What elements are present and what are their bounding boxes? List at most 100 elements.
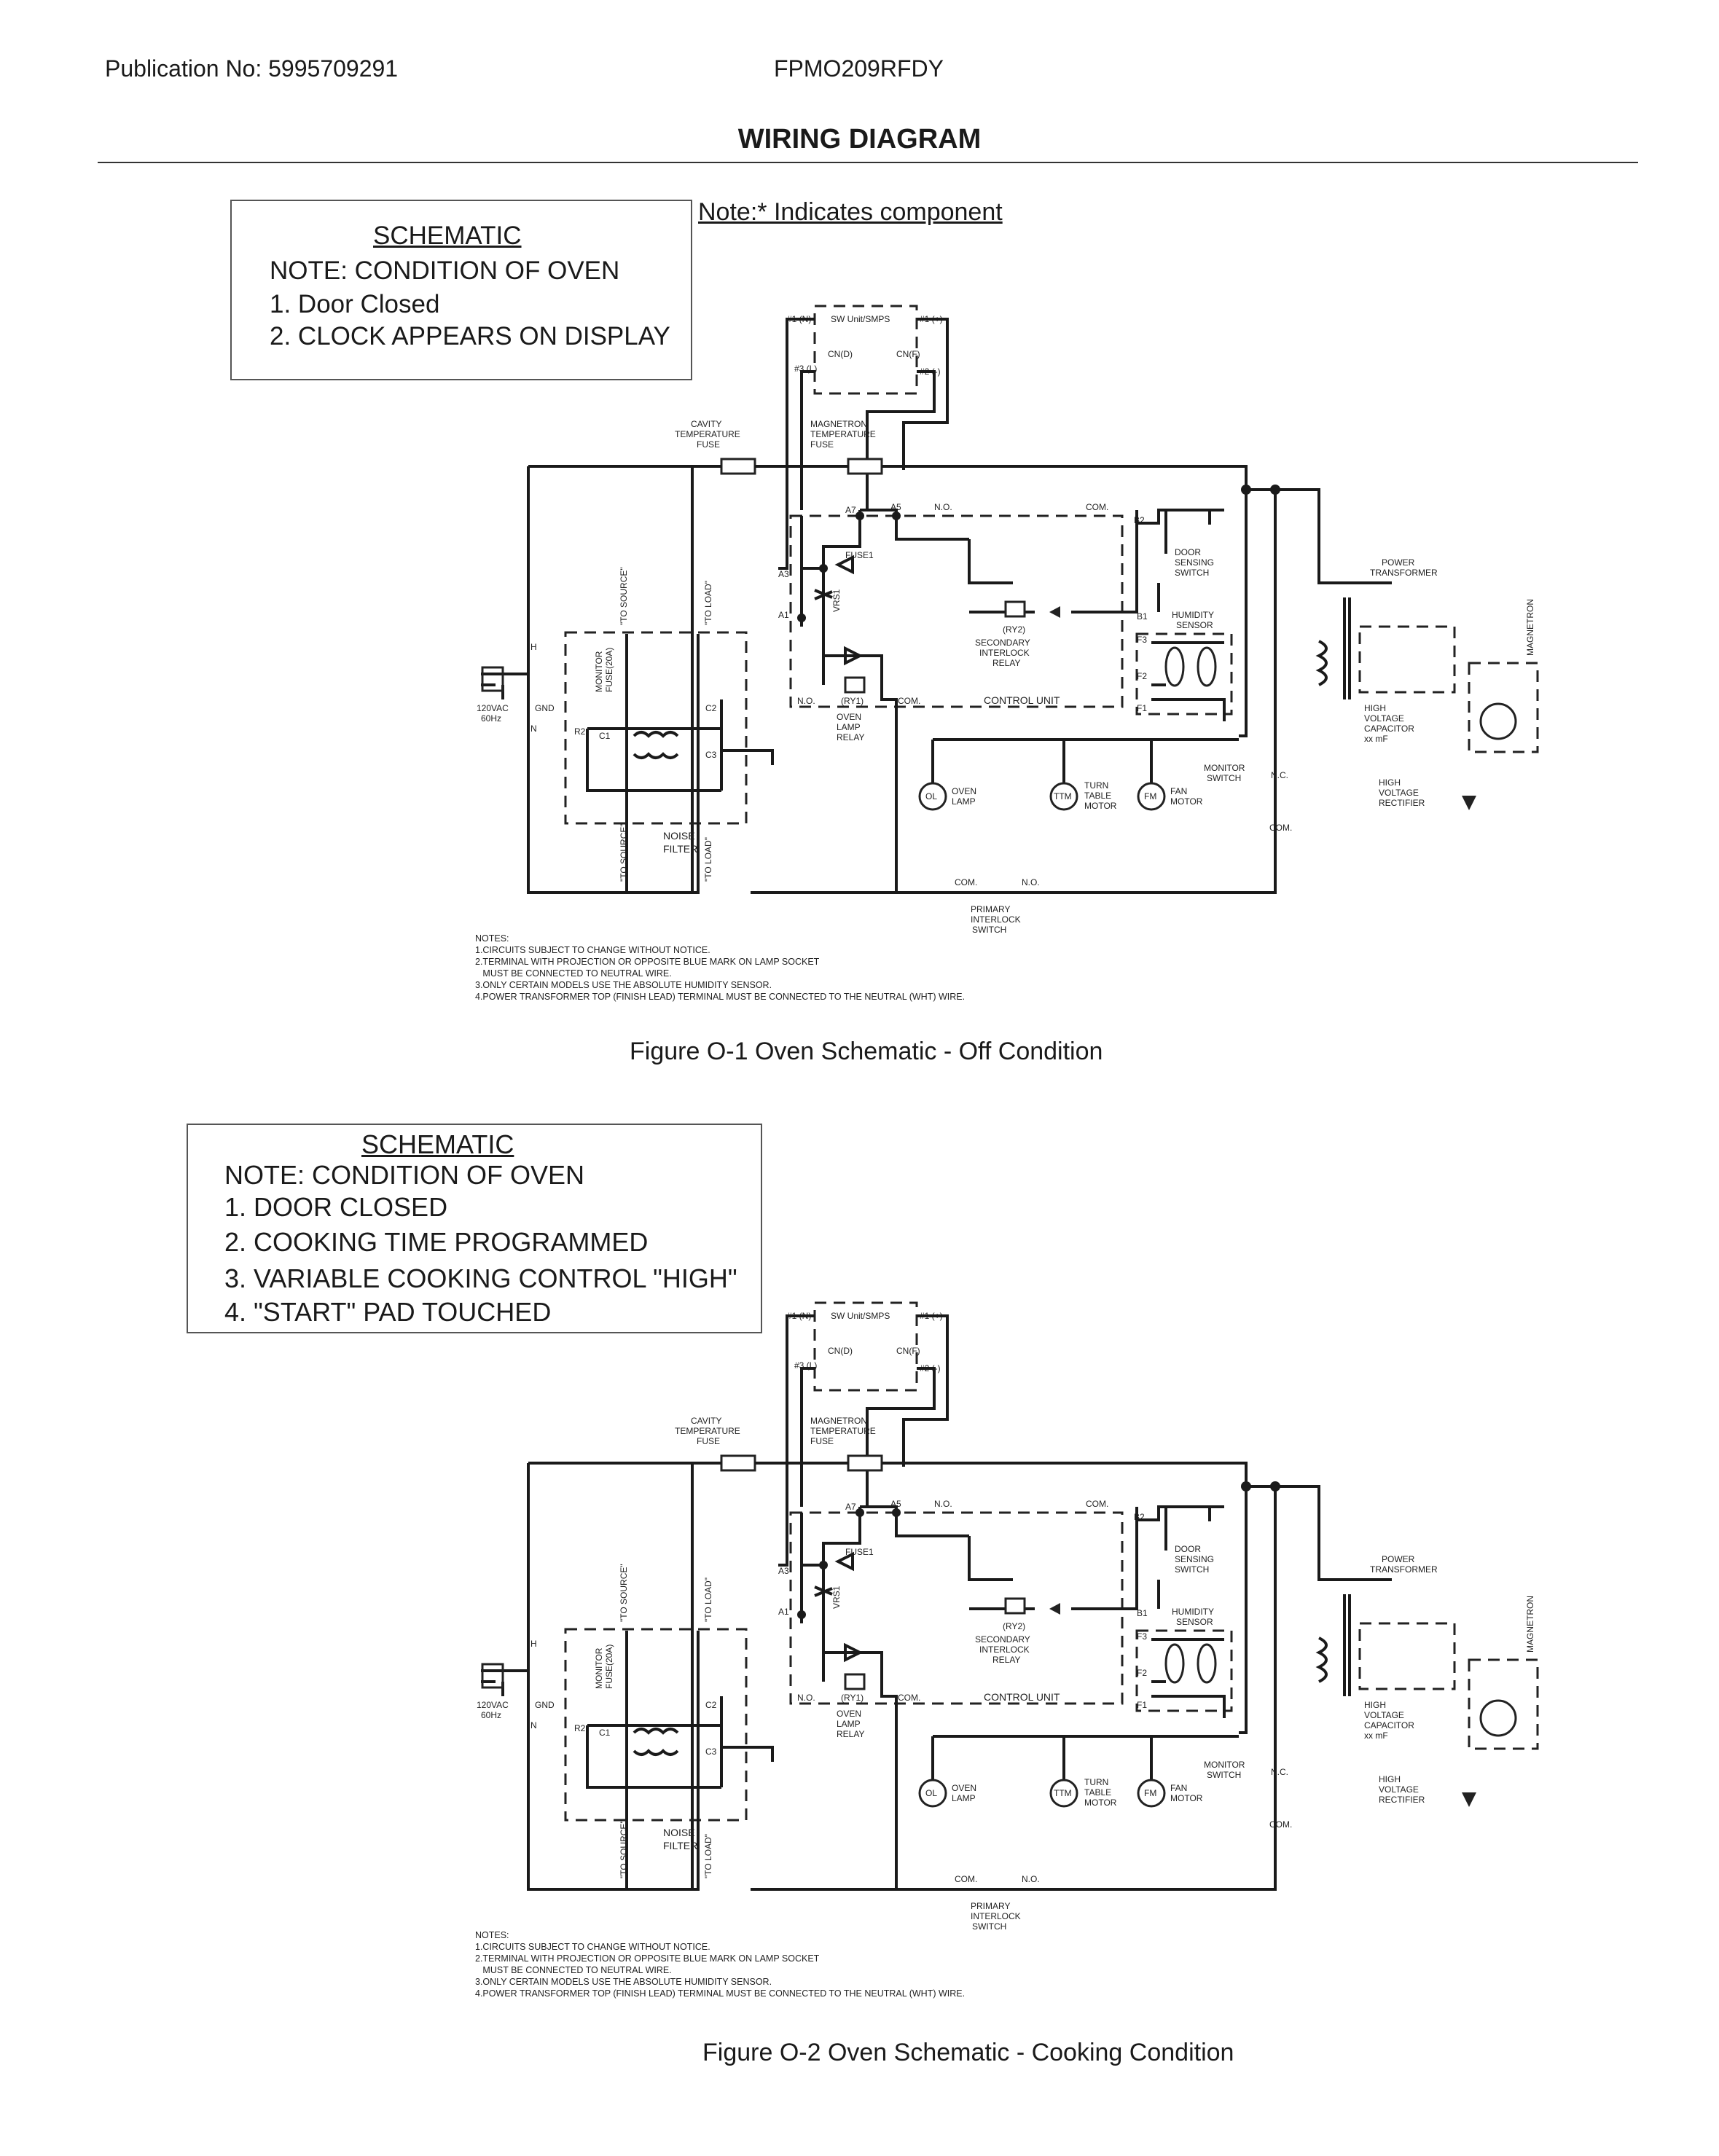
hv-rect-label: RECTIFIER <box>1379 1795 1425 1805</box>
magnetron-symbol <box>1479 702 1517 740</box>
ol-label: OL <box>925 1788 937 1798</box>
door-sw-label: SENSING <box>1175 557 1214 568</box>
b1-label: B1 <box>1137 1608 1148 1618</box>
oven-lamp-label: LAMP <box>952 1793 976 1803</box>
hv-cap-label: CAPACITOR <box>1364 1720 1414 1730</box>
note-line: 2. COOKING TIME PROGRAMMED <box>224 1227 649 1257</box>
f3-label: F3 <box>1137 1631 1147 1642</box>
schematic-note-box-2: SCHEMATIC NOTE: CONDITION OF OVEN 1. DOO… <box>187 1124 762 1333</box>
connector-label: CN(F) <box>896 1346 920 1356</box>
vrs1-symbol <box>814 1580 833 1602</box>
f3-label: F3 <box>1137 635 1147 645</box>
wire <box>800 1513 825 1682</box>
wire <box>1151 641 1226 721</box>
plug-wires <box>481 1669 528 1696</box>
humidity-element <box>1197 1643 1217 1684</box>
fan-motor-symbol <box>1137 782 1166 811</box>
rectifier-diode <box>1462 1792 1476 1807</box>
wire <box>1137 1505 1195 1609</box>
oven-lamp-label: LAMP <box>952 796 976 807</box>
wire <box>800 1367 815 1507</box>
monitor-sw-label: SWITCH <box>1207 773 1241 783</box>
c2-label: C2 <box>705 703 717 713</box>
no-label: N.O. <box>797 1693 815 1703</box>
tt-motor-label: TABLE <box>1084 1787 1111 1798</box>
humidity-element <box>1197 646 1217 687</box>
ol-label: OL <box>925 791 937 801</box>
oven-schematic-off: SW Unit/SMPS #1 (N) #1 (+) #3 (L) #2 (-)… <box>475 305 1539 1002</box>
humidity-label: SENSOR <box>1176 620 1213 630</box>
sec-relay-label: INTERLOCK <box>979 1645 1030 1655</box>
magnetron-label: MAGNETRON <box>1525 1596 1535 1653</box>
cavity-fuse-label: CAVITY <box>691 419 721 429</box>
fan-motor-label: MOTOR <box>1170 796 1203 807</box>
filter-wires <box>586 1631 774 1889</box>
main-bus <box>528 465 1248 737</box>
lamp-relay-label: RELAY <box>837 1729 864 1739</box>
monitor-sw-label: MONITOR <box>1204 763 1245 773</box>
notes-line: NOTES: <box>475 1930 509 1940</box>
schematic-heading: SCHEMATIC <box>361 1129 514 1159</box>
neutral-return <box>751 490 1277 894</box>
to-load-label: "TO LOAD" <box>703 1834 713 1878</box>
door-sw-label: SENSING <box>1175 1554 1214 1564</box>
oven-lamp-symbol <box>918 782 947 811</box>
hv-cap-label: HIGH <box>1364 703 1386 713</box>
no-label: N.O. <box>1022 877 1040 887</box>
monitor-sw-label: MONITOR <box>1204 1760 1245 1770</box>
wire <box>1246 488 1392 584</box>
schematic-drawing: SW Unit/SMPS #1 (N) #1 (+) #3 (L) #2 (-)… <box>475 305 1539 1002</box>
sw-unit-label: SW Unit/SMPS <box>831 1311 890 1321</box>
line-wire <box>527 466 700 894</box>
monitor-fuse-label: FUSE(20A) <box>604 648 614 692</box>
load-bus <box>931 1735 1239 1780</box>
n-label: N <box>530 724 537 734</box>
tt-motor-label: TURN <box>1084 780 1108 791</box>
door-sw-label: SWITCH <box>1175 568 1209 578</box>
nc-label: N.C. <box>1271 770 1288 780</box>
humidity-label: SENSOR <box>1176 1617 1213 1627</box>
fan-motor-label: FAN <box>1170 786 1187 796</box>
tt-motor-label: TABLE <box>1084 791 1111 801</box>
ry1-label: (RY1) <box>841 696 864 706</box>
monitor-fuse-label: FUSE(20A) <box>604 1645 614 1689</box>
mag-fuse-label: TEMPERATURE <box>810 429 876 439</box>
wire <box>800 370 815 510</box>
notes-line: 2.TERMINAL WITH PROJECTION OR OPPOSITE B… <box>475 1953 820 1964</box>
r2-label: R2 <box>574 726 586 737</box>
wire <box>902 1314 949 1467</box>
supply-label: 60Hz <box>481 1710 501 1720</box>
ground <box>1195 1505 1224 1521</box>
humidity-label: HUMIDITY <box>1172 1607 1214 1617</box>
to-load-label: "TO LOAD" <box>703 1577 713 1622</box>
noise-filter-label: NOISE <box>663 830 695 842</box>
notes-line: 4.POWER TRANSFORMER TOP (FINISH LEAD) TE… <box>475 992 965 1002</box>
filter-wires <box>586 634 774 893</box>
note-line: NOTE: CONDITION OF OVEN <box>270 256 620 285</box>
turntable-motor-symbol <box>1049 1779 1078 1808</box>
ry1-label: (RY1) <box>841 1693 864 1703</box>
wire <box>866 370 936 510</box>
ttm-label: TTM <box>1054 1788 1072 1798</box>
plug-wires <box>481 673 528 699</box>
to-source-label: "TO SOURCE" <box>619 567 629 625</box>
hv-capacitor-box <box>1358 1622 1456 1690</box>
com-label: COM. <box>1086 502 1108 512</box>
note-line: 2. CLOCK APPEARS ON DISPLAY <box>270 322 670 350</box>
component-note: Note:* Indicates component <box>698 198 1003 226</box>
gnd-label: GND <box>535 1700 555 1710</box>
no-label: N.O. <box>934 502 952 512</box>
wire <box>902 318 949 470</box>
f1-label: F1 <box>1137 703 1147 713</box>
cavity-fuse-label: FUSE <box>697 439 720 450</box>
notes-line: 2.TERMINAL WITH PROJECTION OR OPPOSITE B… <box>475 957 820 967</box>
c3-label: C3 <box>705 750 717 760</box>
b1-label: B1 <box>1137 611 1148 622</box>
schematic-drawing: SW Unit/SMPS #1 (N) #1 (+) #3 (L) #2 (-)… <box>475 1301 1539 1999</box>
no-label: N.O. <box>797 696 815 706</box>
tt-motor-label: TURN <box>1084 1777 1108 1787</box>
vrs1-label: VRS1 <box>831 1585 842 1609</box>
a1-label: A1 <box>778 610 789 620</box>
power-transformer <box>1315 597 1351 699</box>
noise-filter-label: FILTER <box>663 1840 697 1851</box>
